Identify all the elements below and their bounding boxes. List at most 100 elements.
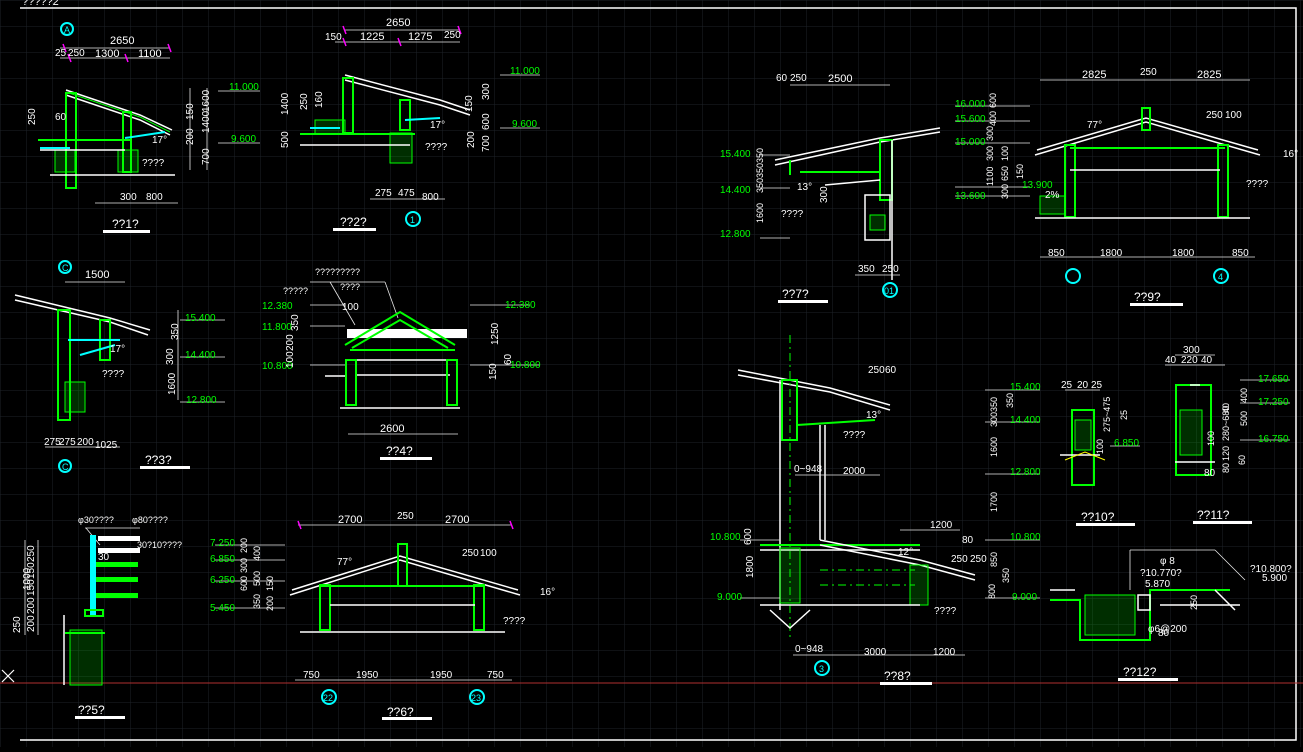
dimension-label: 1800 xyxy=(1172,248,1195,259)
elevation-label: ?10.800? xyxy=(1250,564,1292,575)
dimension-label: ????????? xyxy=(315,267,360,277)
dimension-label: 250 xyxy=(68,48,85,59)
dimension-label: 100 xyxy=(1225,110,1242,121)
elevation-label: 11.000 xyxy=(510,66,540,77)
dimension-label: 100 xyxy=(285,351,296,368)
dimension-label: ?10.770? xyxy=(1140,568,1182,579)
cad-linework xyxy=(342,37,347,47)
dimension-label: 1300 xyxy=(95,48,119,60)
detail-9: 2825 250 2825 77° 250 100 16° 2% ???? 16… xyxy=(955,67,1298,306)
dimension-label: 80 xyxy=(1204,468,1216,479)
elevation-label: 9.600 xyxy=(231,134,256,145)
dimension-label: 80 xyxy=(1221,463,1231,473)
dimension-label: 300 xyxy=(985,126,995,141)
dimension-label: 300 xyxy=(1000,184,1010,199)
dimension-label: 1250 xyxy=(490,322,501,345)
cad-linework xyxy=(1214,589,1236,611)
dimension-label: 300 xyxy=(1183,345,1200,356)
elevation-label: 6.850 xyxy=(210,554,235,565)
dimension-label: 800 xyxy=(987,584,997,599)
dimension-label: ???? xyxy=(934,606,957,617)
cad-linework xyxy=(333,228,376,231)
dimension-label: 1275 xyxy=(408,31,432,43)
detail-caption: ??4? xyxy=(386,444,413,458)
dimension-label: ???? xyxy=(1246,179,1269,190)
cad-linework xyxy=(1193,521,1252,524)
dimension-label: 100 xyxy=(1000,146,1010,161)
dimension-label: 200 xyxy=(265,596,275,611)
dimension-label: 300 xyxy=(481,83,492,100)
cad-linework xyxy=(1036,117,1259,151)
detail-1: A 2650 25 250 1300 1100 250 60 17° 150 1… xyxy=(27,22,260,233)
dimension-label: 275 xyxy=(375,188,392,199)
dimension-label: 60 xyxy=(503,353,514,365)
dimension-label: 650 xyxy=(1000,166,1010,181)
elevation-label: 9.000 xyxy=(1012,592,1037,603)
dimension-label: φ6@200 xyxy=(1148,624,1187,635)
dimension-label: 300 xyxy=(989,412,999,427)
detail-6: 2700 250 2700 77° 250 100 16° ???? 7.250… xyxy=(210,511,555,720)
dimension-label: 13° xyxy=(797,182,812,193)
grid-marker-label: 01 xyxy=(884,286,894,296)
cad-linework xyxy=(1213,268,1229,284)
dimension-label: 2500 xyxy=(828,73,852,85)
dimension-label: 2600 xyxy=(380,423,404,435)
cad-linework xyxy=(98,536,140,541)
dimension-label: 700 xyxy=(481,135,492,152)
grid-marker-a xyxy=(60,22,74,36)
dimension-label: 150 xyxy=(464,95,475,112)
cad-linework xyxy=(1214,549,1246,581)
grid-marker-label: 23 xyxy=(471,693,481,703)
cad-linework xyxy=(67,53,72,63)
elevation-label: 11.800 xyxy=(262,322,292,333)
dimension-label: 250 xyxy=(1206,110,1223,121)
cad-linework xyxy=(140,466,190,469)
dimension-label: 350 xyxy=(989,397,999,412)
dimension-label: ????? xyxy=(283,286,308,296)
cad-linework xyxy=(457,25,462,35)
dimension-label: 800 xyxy=(422,192,439,203)
cad-linework xyxy=(96,577,138,582)
cad-linework xyxy=(389,132,413,164)
elevation-label: 9.000 xyxy=(717,592,742,603)
cad-linework xyxy=(404,117,441,121)
dimension-label: 1225 xyxy=(360,31,384,43)
dimension-label: 16° xyxy=(540,587,555,598)
dimension-label: 220 xyxy=(1181,355,1198,366)
detail-caption: ??11? xyxy=(1197,508,1230,522)
dimension-label: 1200 xyxy=(933,647,956,658)
detail-11: 300 40 220 40 17.650 17.250 16.750 400 5… xyxy=(1165,345,1290,524)
dimension-label: ???? xyxy=(781,209,804,220)
dimension-label: 250 xyxy=(882,264,899,275)
cad-linework xyxy=(62,43,67,53)
cad-linework xyxy=(289,559,521,596)
dimension-label: 60 xyxy=(776,73,788,84)
dimension-label: 3000 xyxy=(864,647,887,658)
dimension-label: 1600 xyxy=(989,437,999,457)
cad-linework xyxy=(124,53,129,63)
dimension-label: 750 xyxy=(303,670,320,681)
dimension-label: 275 xyxy=(44,437,61,448)
cad-linework xyxy=(869,214,886,231)
dimension-label: 200 xyxy=(77,437,94,448)
dimension-label: 800 xyxy=(146,192,163,203)
dimension-label: 750 xyxy=(487,670,504,681)
cad-linework xyxy=(117,149,139,173)
dimension-label: 300 xyxy=(239,558,249,573)
elevation-label: 11.000 xyxy=(229,82,259,93)
dimension-label: 200 xyxy=(26,615,37,632)
drawing-frame xyxy=(20,7,1297,741)
cad-linework xyxy=(380,457,432,460)
dimension-label: 1600 xyxy=(167,372,178,395)
cad-linework xyxy=(90,535,96,615)
dimension-label: 350 xyxy=(1001,568,1011,583)
elevation-label: 10.800 xyxy=(510,360,541,371)
elevation-label: 15.600 xyxy=(955,114,986,125)
dimension-label: 250 xyxy=(970,554,987,565)
dimension-label: 17° xyxy=(152,135,167,146)
detail-caption: ??1? xyxy=(112,217,139,231)
dimension-label: 100 xyxy=(1095,439,1105,454)
cad-linework xyxy=(1076,523,1135,526)
